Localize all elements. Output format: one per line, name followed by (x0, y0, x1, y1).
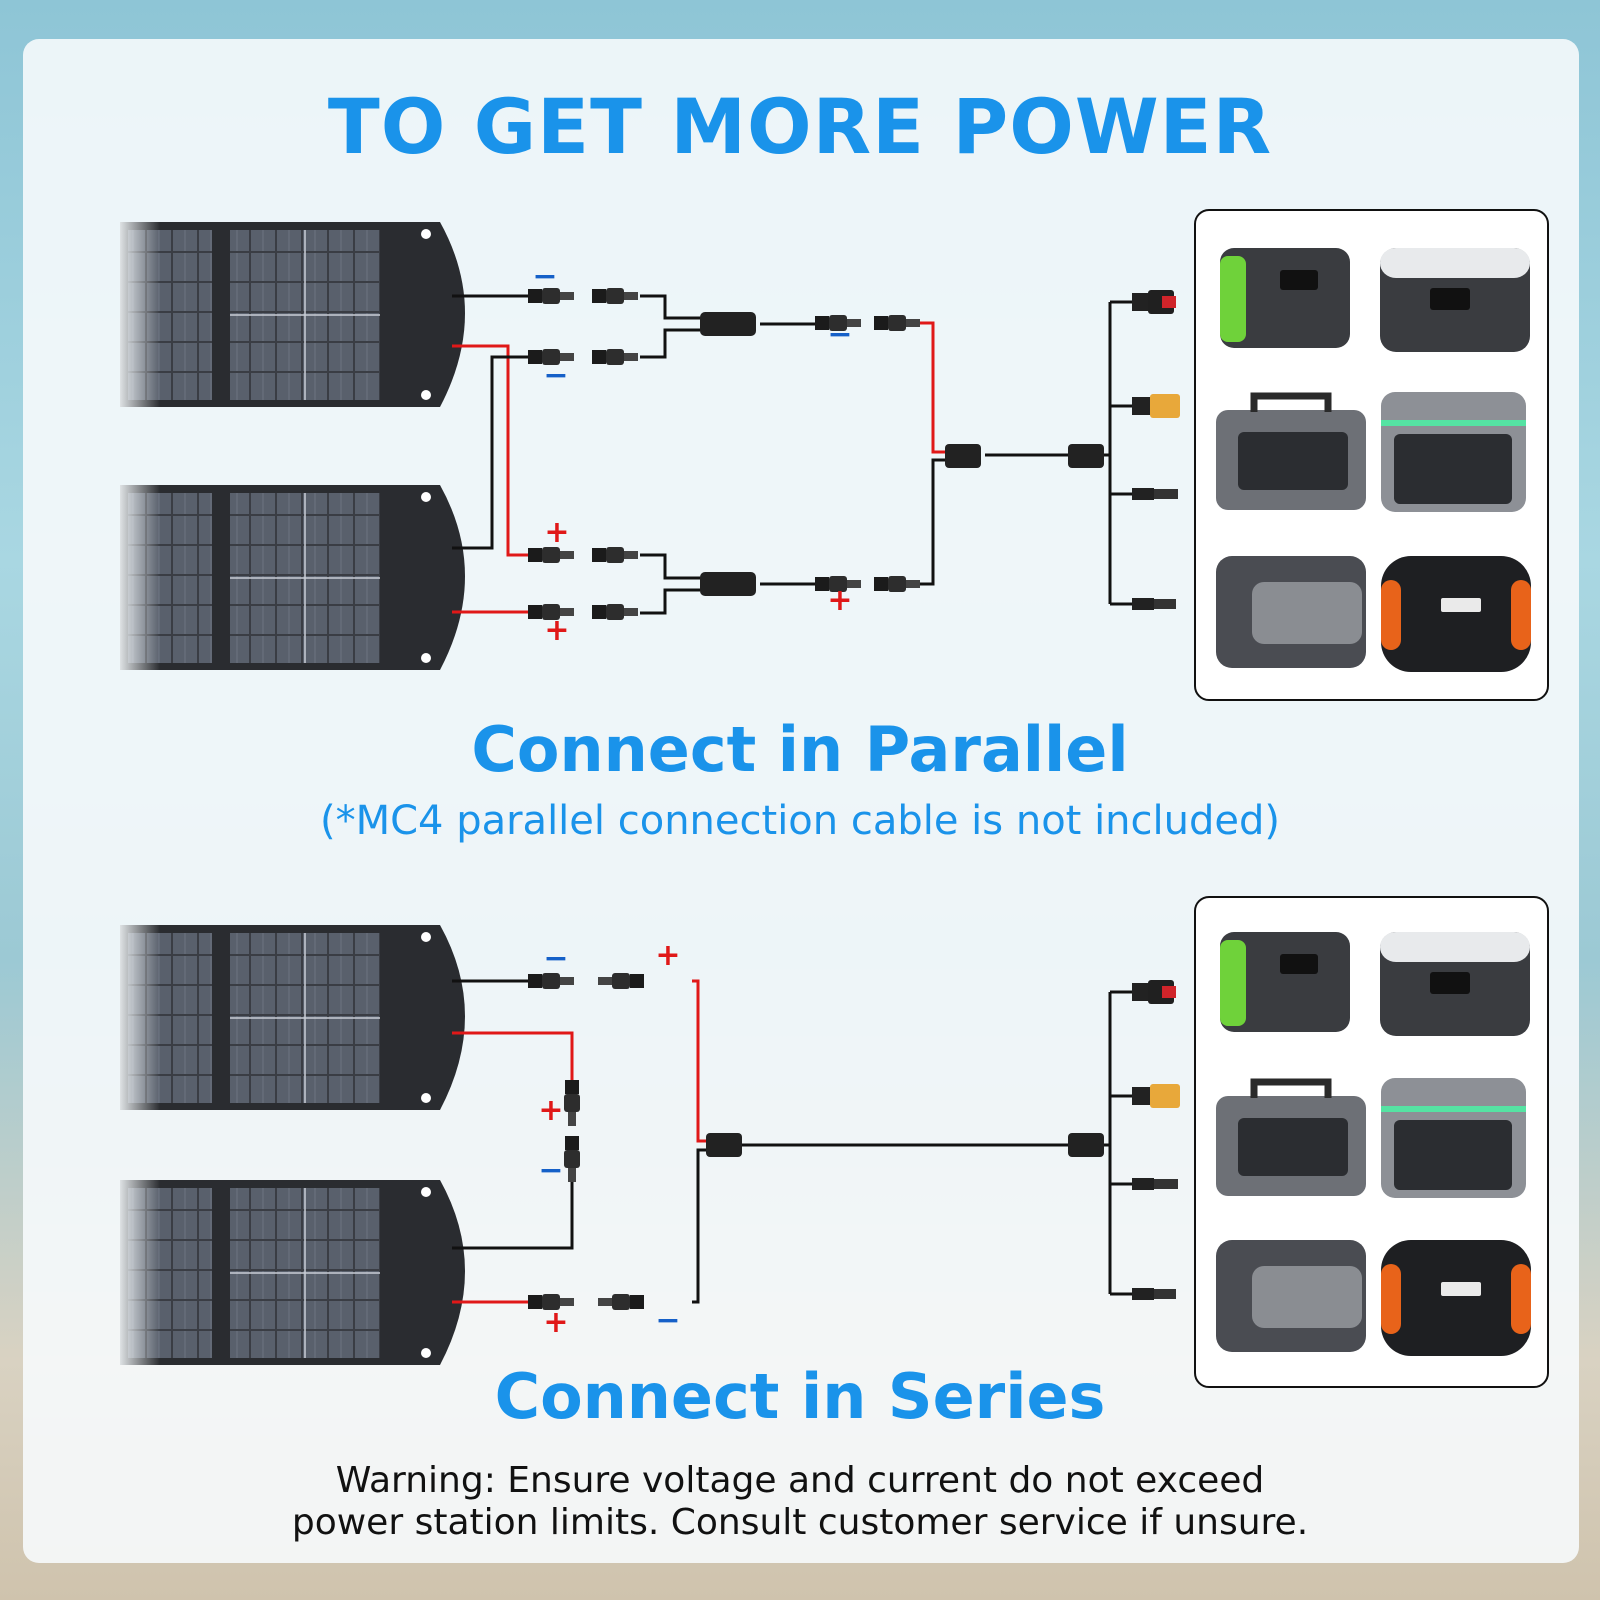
solar-panel-icon (119, 924, 466, 1111)
positive-label: + (544, 613, 569, 648)
positive-label: + (827, 583, 852, 618)
negative-label: − (827, 317, 852, 352)
positive-label: + (538, 1093, 563, 1128)
positive-label: + (655, 938, 680, 973)
series-title: Connect in Series (494, 1360, 1106, 1433)
solar-panel-icon (119, 484, 466, 671)
dc-plug-icon (1108, 978, 1182, 1302)
negative-label: − (538, 1153, 563, 1188)
parallel-subtitle: (*MC4 parallel connection cable is not i… (320, 798, 1280, 844)
warning-line-1: Warning: Ensure voltage and current do n… (335, 1460, 1265, 1501)
negative-label: − (655, 1303, 680, 1338)
mc4-connector-icon (528, 973, 644, 1310)
main-title: TO GET MORE POWER (327, 82, 1273, 171)
negative-label: − (532, 259, 557, 294)
parallel-title: Connect in Parallel (471, 713, 1129, 786)
solar-panel-icon (119, 1179, 466, 1366)
dc-plug-icon (1108, 288, 1182, 612)
positive-label: + (543, 1305, 568, 1340)
mc4-connector-icon (528, 288, 920, 620)
negative-label: − (543, 358, 568, 393)
positive-label: + (544, 515, 569, 550)
solar-panel-icon (119, 221, 466, 408)
warning-line-2: power station limits. Consult customer s… (291, 1502, 1309, 1543)
negative-label: − (543, 941, 568, 976)
